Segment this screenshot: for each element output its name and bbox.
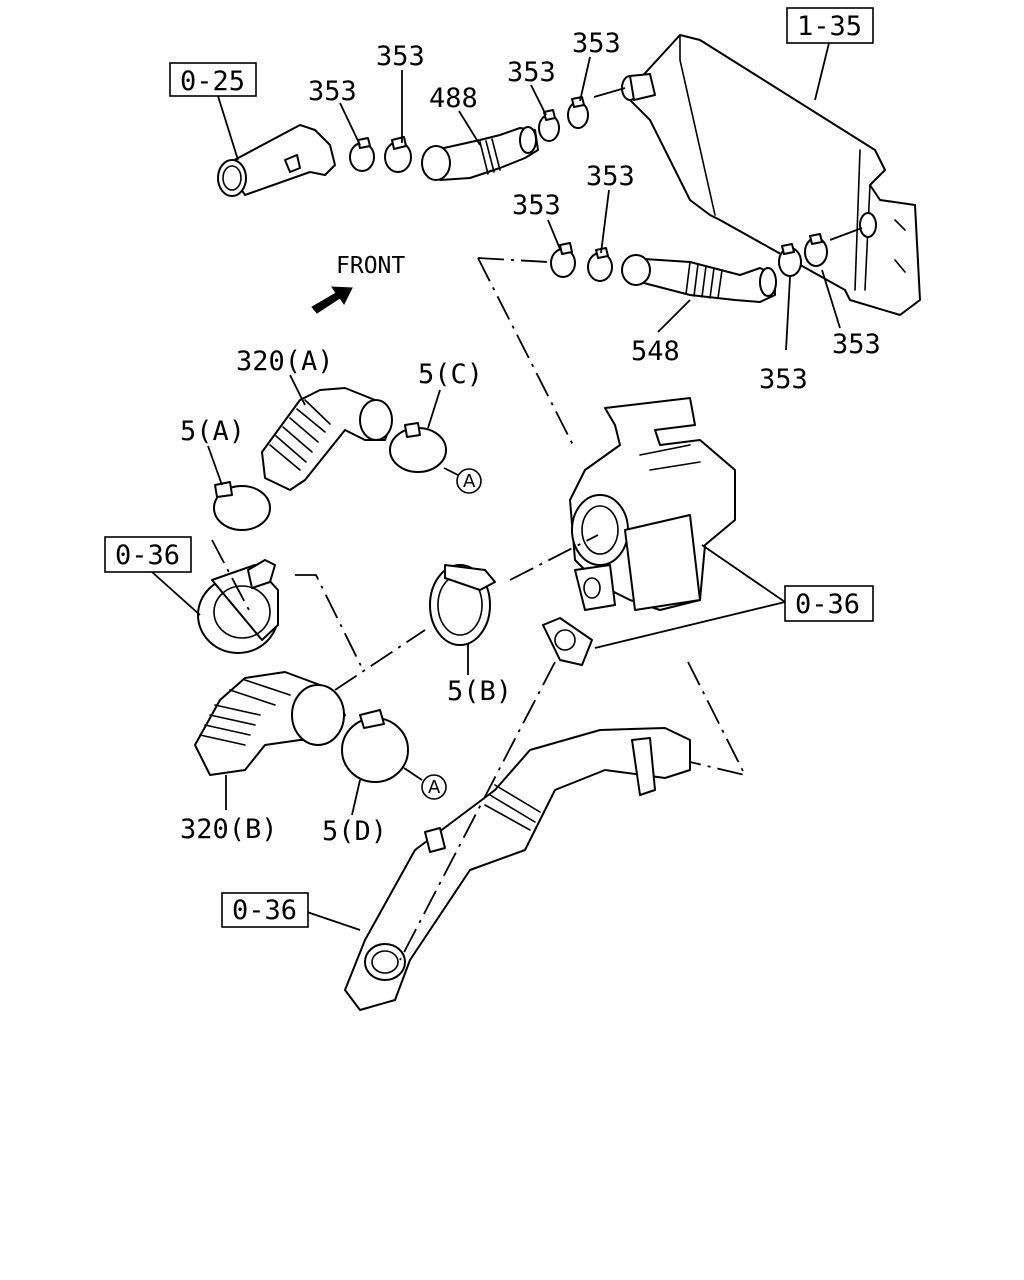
front-arrow (311, 286, 353, 314)
label-5a: 5(A) (180, 416, 245, 447)
leader-lines (151, 42, 863, 931)
marker-a-lower: A (428, 777, 441, 798)
label-320a: 320(A) (236, 346, 334, 377)
marker-a-upper: A (463, 471, 476, 492)
label-353-4: 353 (572, 28, 621, 59)
clamp-353-row-lower (550, 233, 828, 282)
ref-0-36-turbo[interactable]: 0-36 (795, 589, 860, 620)
intercooler (621, 34, 921, 316)
label-front: FRONT (336, 253, 405, 279)
label-548: 548 (631, 336, 680, 367)
clamp-5d (341, 709, 409, 783)
clamp-5c (389, 422, 447, 473)
gasket (542, 617, 593, 666)
ref-0-25[interactable]: 0-25 (180, 66, 245, 97)
alignment-lines (211, 257, 747, 961)
intake-pipe-0-25 (217, 124, 336, 197)
label-5d: 5(D) (322, 816, 387, 847)
circle-markers: A A (421, 468, 482, 800)
label-488: 488 (429, 83, 478, 114)
vband-clamp-5b (429, 564, 496, 646)
ref-0-36-pipe[interactable]: 0-36 (232, 895, 297, 926)
clamp-353-row-top (349, 96, 589, 173)
label-353-7: 353 (759, 364, 808, 395)
part-labels: 353 353 488 353 353 353 353 548 353 353 … (180, 28, 881, 847)
label-353-2: 353 (376, 41, 425, 72)
adapter-0-36-left (197, 559, 279, 654)
label-353-6: 353 (586, 161, 635, 192)
ref-1-35[interactable]: 1-35 (797, 11, 862, 42)
label-353-1: 353 (308, 76, 357, 107)
ref-0-36-adapter[interactable]: 0-36 (115, 540, 180, 571)
label-353-3: 353 (507, 57, 556, 88)
exhaust-pipe-0-36 (344, 727, 691, 1011)
hose-320a (261, 387, 393, 491)
hose-488 (421, 126, 539, 181)
label-320b: 320(B) (180, 814, 278, 845)
hose-320b (194, 671, 346, 776)
label-5b: 5(B) (447, 676, 512, 707)
reference-boxes: 0-25 1-35 0-36 0-36 0-36 (104, 7, 874, 928)
label-353-8: 353 (832, 329, 881, 360)
clamp-5a (213, 481, 271, 531)
hose-548 (621, 254, 777, 303)
label-5c: 5(C) (418, 359, 483, 390)
label-353-5: 353 (512, 190, 561, 221)
turbocharger (569, 397, 736, 611)
